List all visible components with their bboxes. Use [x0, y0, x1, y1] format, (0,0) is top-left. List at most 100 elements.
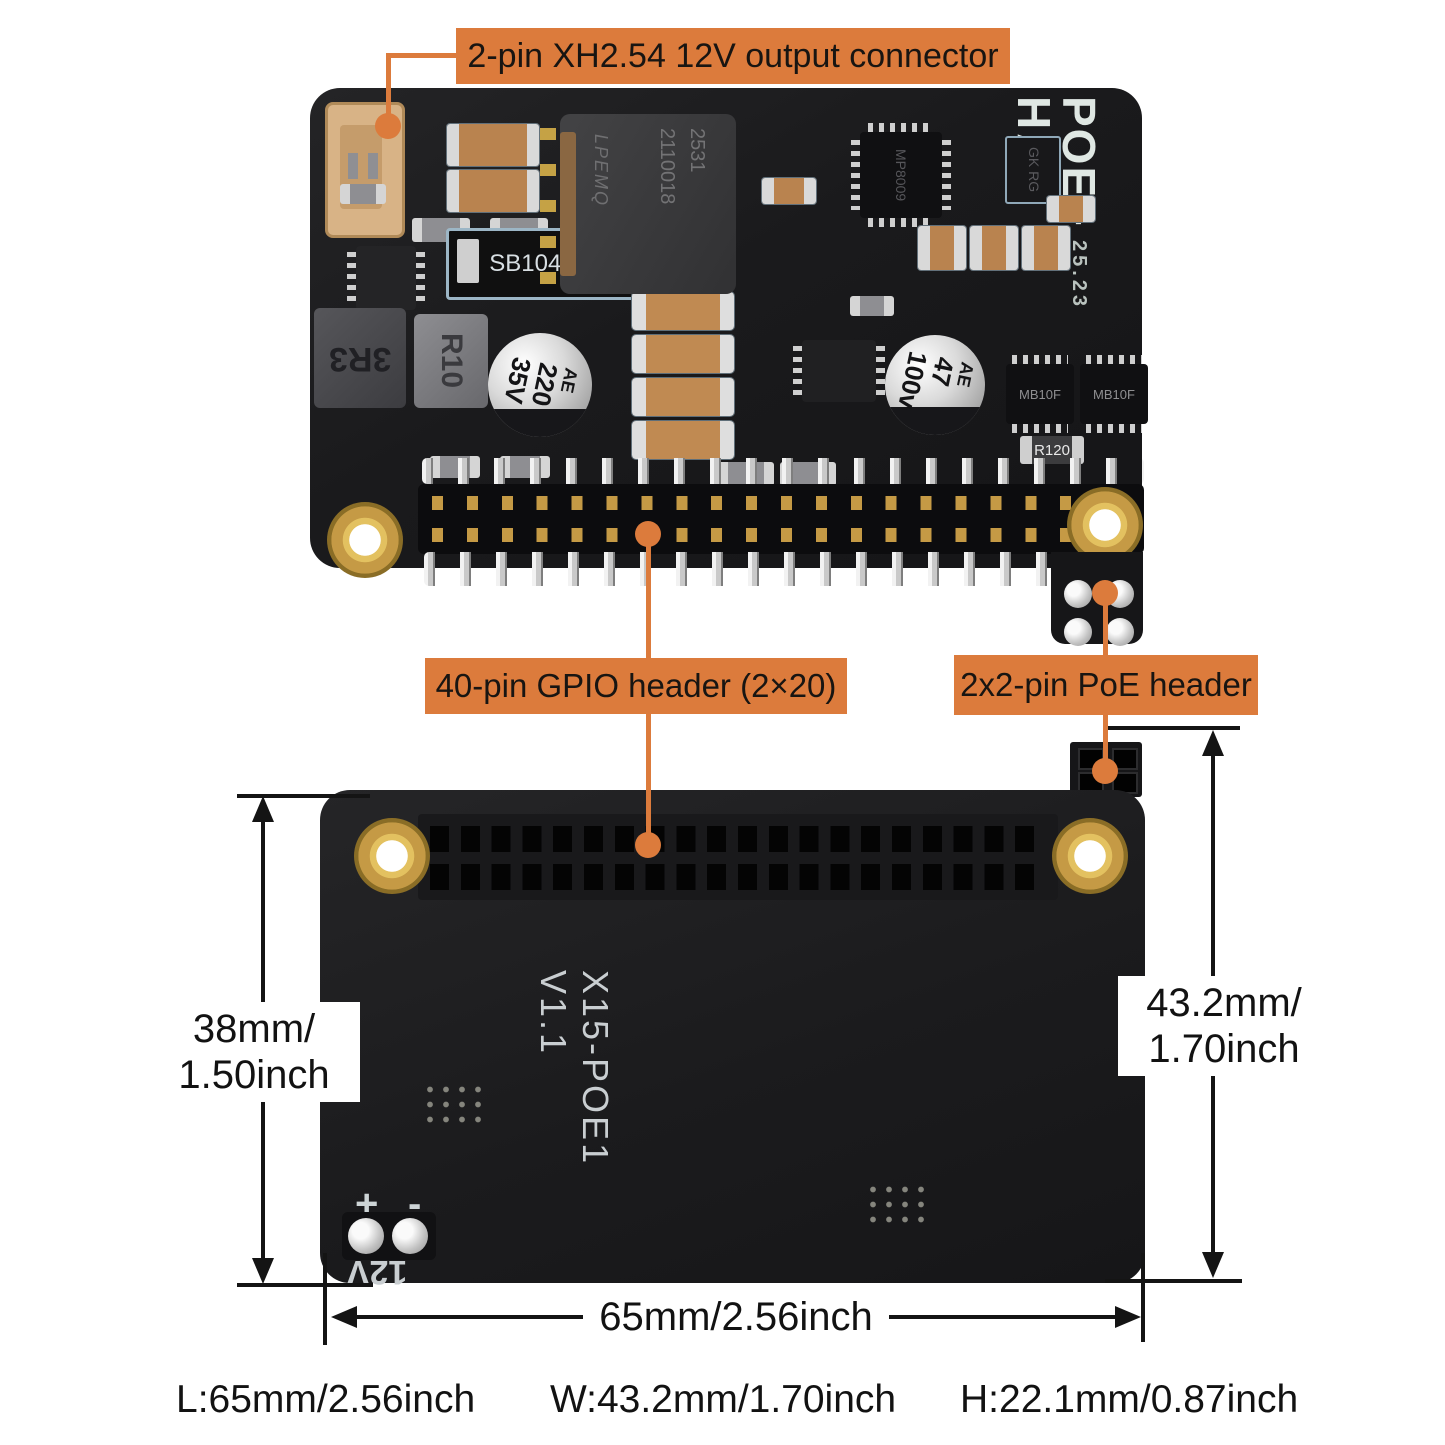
dimension-extension-line [237, 794, 370, 798]
ic-pins [876, 346, 885, 396]
smd-capacitor [632, 421, 734, 459]
spec-length: L:65mm/2.56inch [176, 1378, 476, 1421]
solder-pad [1106, 618, 1134, 646]
mounting-hole [1067, 487, 1143, 563]
callout-leader-line [386, 53, 391, 118]
dimension-43mm-line2: 1.70inch [1148, 1027, 1300, 1071]
capacitor-35v-label: 35V 220 AE [499, 355, 582, 416]
connector-pin [348, 153, 358, 179]
board-model-silkscreen: X15-POE1 V1.1 [533, 970, 616, 1167]
callout-poe-header: 2x2-pin PoE header [954, 655, 1258, 715]
inductor-r10-label: R10 [435, 333, 468, 389]
dimension-38mm-line2: 1.50inch [178, 1053, 330, 1097]
callout-leader-line [1103, 595, 1108, 655]
gpio-pin-tails-bottom [424, 552, 1144, 586]
electrolytic-capacitor-35v: 35V 220 AE [488, 333, 592, 437]
dimension-arrow-down [1202, 1252, 1224, 1278]
poe-hat-board-top-view: POE+25.23 HAT SB1045L. 3R3 [310, 88, 1148, 586]
callout-leader-line [1103, 715, 1108, 771]
solder-pad [348, 1218, 384, 1254]
dimension-38mm-line1: 38mm/ [192, 1007, 316, 1051]
dimension-label-38mm: 38mm/ 1.50inch [148, 1002, 360, 1102]
dimension-arrow-up [1202, 730, 1224, 756]
ic-pins [942, 140, 951, 210]
connector-pin [368, 153, 378, 179]
spec-width: W:43.2mm/1.70inch [550, 1378, 897, 1421]
smd-component [970, 226, 1018, 270]
dimension-extension-line [1105, 1279, 1242, 1283]
transformer-pins [540, 128, 556, 288]
dimension-extension-line [1141, 1253, 1145, 1342]
callout-dot [1092, 758, 1118, 784]
ic-pins [1086, 355, 1142, 364]
solder-pad [1064, 580, 1092, 608]
dimension-extension-line [323, 1253, 327, 1345]
transformer-code: 2110018 [656, 128, 678, 205]
gpio-socket-holes-row1 [432, 496, 1130, 510]
socket-hole [1112, 748, 1138, 770]
smd-component [340, 184, 386, 204]
callout-leader-line [646, 714, 651, 844]
callout-output-connector: 2-pin XH2.54 12V output connector [456, 28, 1010, 84]
smd-component [447, 124, 539, 166]
ic-pins [851, 140, 860, 210]
ic-pins [793, 346, 802, 396]
dimension-arrow-down [252, 1258, 274, 1284]
ic-pins [1012, 424, 1068, 433]
gpio-socket-row1 [430, 826, 1046, 852]
transformer-markings: 2110018 2531 [652, 128, 712, 288]
dimension-arrow-up [252, 796, 274, 822]
gpio-pin-tails-top [422, 458, 1144, 484]
main-ic-label: MP8009 [893, 148, 909, 202]
diode-label-line1: GK [1025, 147, 1042, 168]
smd-component [1047, 196, 1095, 222]
capacitor-polarity-stripe [488, 409, 592, 437]
spec-height: H:22.1mm/0.87inch [960, 1378, 1299, 1421]
poe-hat-board-bottom-view: X15-POE1 V1.1 + - 12V [320, 790, 1145, 1291]
dimension-arrow-right [1115, 1306, 1141, 1328]
mounting-hole [354, 818, 430, 894]
callout-leader-line [646, 536, 651, 658]
resistor-r120-label: R120 [1034, 441, 1070, 459]
smd-diode: GK RG [1005, 136, 1061, 204]
via-grid [422, 1082, 486, 1130]
smd-component [447, 170, 539, 212]
solder-pad [392, 1218, 428, 1254]
callout-dot [635, 832, 661, 858]
bridge-rectifier: MB10F [1006, 355, 1074, 433]
gpio-socket-holes-row2 [432, 528, 1130, 542]
electrolytic-capacitor-100v: 100v 47 AE [885, 335, 985, 435]
dimension-arrow-left [331, 1306, 357, 1328]
transformer-brand: LPEMQ [591, 134, 611, 208]
callout-gpio-header: 40-pin GPIO header (2×20) [425, 658, 847, 714]
callout-dot [375, 113, 401, 139]
smd-component [850, 296, 894, 316]
bridge-rectifier: MB10F [1080, 355, 1148, 433]
gpio-female-header [418, 814, 1058, 900]
diode-terminal [457, 239, 479, 283]
dimension-extension-line [1107, 726, 1240, 730]
smd-capacitor [632, 292, 734, 330]
capacitor-polarity-stripe [885, 407, 985, 435]
isolation-transformer: LPEMQ 2110018 2531 [560, 114, 736, 294]
smd-capacitor [632, 335, 734, 373]
power-inductor-r10: R10 [414, 314, 488, 408]
smd-component [762, 178, 816, 204]
solder-pad [1064, 618, 1092, 646]
smd-capacitor [632, 378, 734, 416]
smd-component [918, 226, 966, 270]
dimension-43mm-line1: 43.2mm/ [1146, 981, 1302, 1025]
ic-pins [868, 123, 934, 132]
dimension-extension-line [237, 1283, 373, 1287]
diode-label-line2: RG [1025, 171, 1042, 193]
mounting-hole [1052, 818, 1128, 894]
inductor-3r3-label: 3R3 [328, 339, 392, 378]
gpio-header-socket [418, 484, 1144, 554]
ic-pins [347, 252, 356, 304]
transformer-code2: 2531 [686, 128, 708, 173]
via-grid [865, 1182, 931, 1226]
callout-leader-line [386, 53, 458, 58]
soic8-ic [793, 340, 885, 402]
ic-pins [1086, 424, 1142, 433]
